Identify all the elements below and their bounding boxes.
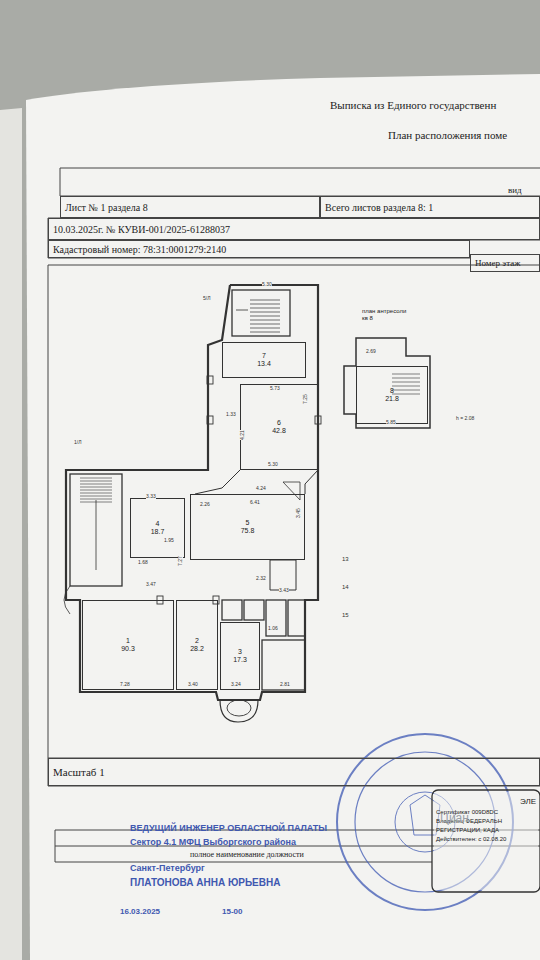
table-cell: полное наименование должности — [55, 846, 432, 862]
dimension: 3.47 — [146, 582, 156, 587]
cell-text: Номер этаж — [475, 258, 535, 268]
dimension: 3.45 — [296, 508, 301, 518]
under-sheet — [0, 108, 22, 960]
dimension: 7.27 — [178, 556, 183, 566]
stamp-text: Санкт-Петербург — [130, 864, 205, 873]
heading: Выписка из Единого государственн — [330, 100, 496, 111]
room-outline: 713.4 — [222, 342, 306, 378]
room-number: 8 — [390, 387, 394, 395]
room-outline: 821.8 — [356, 366, 428, 424]
table-cell: Масштаб 1 — [48, 758, 540, 786]
cell-text: Действителен: с 02.08.20 — [436, 835, 506, 844]
room-area: 21.8 — [385, 395, 399, 403]
dimension: 7.25 — [303, 394, 308, 404]
dimension: 3.24 — [231, 682, 241, 687]
room-outline: 317.3 — [220, 622, 260, 690]
signature-frame — [432, 790, 540, 892]
dimension: 5.85 — [386, 420, 396, 425]
room-number: 5 — [246, 519, 250, 527]
dimension: 1.68 — [138, 560, 148, 565]
signature-box: ЭЛЕСертификат 009D8DCВладелец ФЕДЕРАЛЬНР… — [434, 792, 538, 890]
ceiling-height: h = 2.08 — [456, 416, 474, 421]
cell-text: Масштаб 1 — [53, 766, 535, 778]
cell-text: 10.03.2025г. № КУВИ-001/2025-61288037 — [53, 224, 535, 235]
callout-number: 15 — [342, 612, 349, 618]
room-outline: 228.2 — [176, 600, 218, 690]
dimension: 4.24 — [256, 486, 266, 491]
table-cell: Кадастровый номер: 78:31:0001279:2140 — [48, 240, 470, 258]
stamp-text: ВЕДУЩИЙ ИНЖЕНЕР ОБЛАСТНОЙ ПАЛАТЫ — [130, 824, 327, 833]
cell-text: Кадастровый номер: 78:31:0001279:2140 — [53, 244, 465, 255]
dimension: 6.41 — [250, 500, 260, 505]
room-number: 7 — [262, 352, 266, 360]
cell-text: вид — [508, 186, 522, 195]
callout-number: 13 — [342, 556, 349, 562]
dimension: 1.06 — [268, 626, 278, 631]
cell-text: РЕГИСТРАЦИИ, КАДА — [436, 826, 499, 835]
room-outline: 190.3 — [82, 600, 174, 690]
heading: План расположения поме — [388, 130, 507, 141]
wall-mark: 1/Л — [74, 440, 81, 445]
floor-plan — [64, 285, 420, 722]
dimension: 2.26 — [200, 502, 210, 507]
dimension: 5.30 — [268, 462, 278, 467]
dimension: 5.30 — [262, 282, 272, 287]
room-outline: план антресоли кв 8821.8 — [342, 336, 434, 430]
room-area: 90.3 — [121, 645, 135, 653]
plan-heading: план антресоли кв 8 — [362, 308, 412, 322]
room-area: 42.8 — [272, 427, 286, 435]
room-number: 1 — [126, 637, 130, 645]
wall-mark: 5/Л — [203, 296, 210, 301]
cell-text: Лист № 1 раздела 8 — [65, 202, 315, 213]
dimension: 2.32 — [256, 576, 266, 581]
callout-number: 14 — [342, 584, 349, 590]
table-cell: Лист № 1 раздела 8 — [60, 196, 320, 218]
room-outline: 418.7 — [130, 498, 185, 558]
room-area: 28.2 — [190, 645, 204, 653]
sheet — [26, 74, 540, 960]
table-cell: 10.03.2025г. № КУВИ-001/2025-61288037 — [48, 218, 540, 240]
room-number: 3 — [238, 648, 242, 656]
dimension: 1.95 — [164, 538, 174, 543]
table-lines — [48, 168, 540, 862]
cell-text: Всего листов раздела 8: 1 — [325, 202, 535, 213]
stamp-time: 15-00 — [222, 908, 242, 916]
room-number: 4 — [156, 520, 160, 528]
dimension: 7.28 — [120, 682, 130, 687]
dimension: 3.40 — [188, 682, 198, 687]
dimension: 4.21 — [240, 430, 245, 440]
dimension: 2.69 — [366, 349, 376, 354]
room-area: 13.4 — [257, 360, 271, 368]
table-cell: Номер этаж — [470, 254, 540, 272]
dimension: 5.73 — [270, 386, 280, 391]
stamp-text: ПЛАТОНОВА АННА ЮРЬЕВНА — [130, 878, 280, 888]
cell-text: ЭЛЕ — [520, 796, 536, 808]
dimension: 2.81 — [280, 682, 290, 687]
stamp-text: Сектор 4.1 МФЦ Выборгского района — [130, 838, 296, 847]
room-area: 75.8 — [241, 527, 255, 535]
room-number: 6 — [277, 419, 281, 427]
table-cell: Всего листов раздела 8: 1 — [320, 196, 540, 218]
room-area: 18.7 — [151, 528, 165, 536]
dimension: 3.43 — [279, 588, 289, 593]
stamp-date: 16.03.2025 — [120, 908, 160, 916]
dimension: 1.33 — [226, 412, 236, 417]
watermark: Циан — [440, 812, 469, 824]
room-number: 2 — [195, 637, 199, 645]
room-area: 17.3 — [233, 656, 247, 664]
dimension: 3.33 — [146, 494, 156, 499]
cell-text: полное наименование должности — [190, 850, 427, 859]
